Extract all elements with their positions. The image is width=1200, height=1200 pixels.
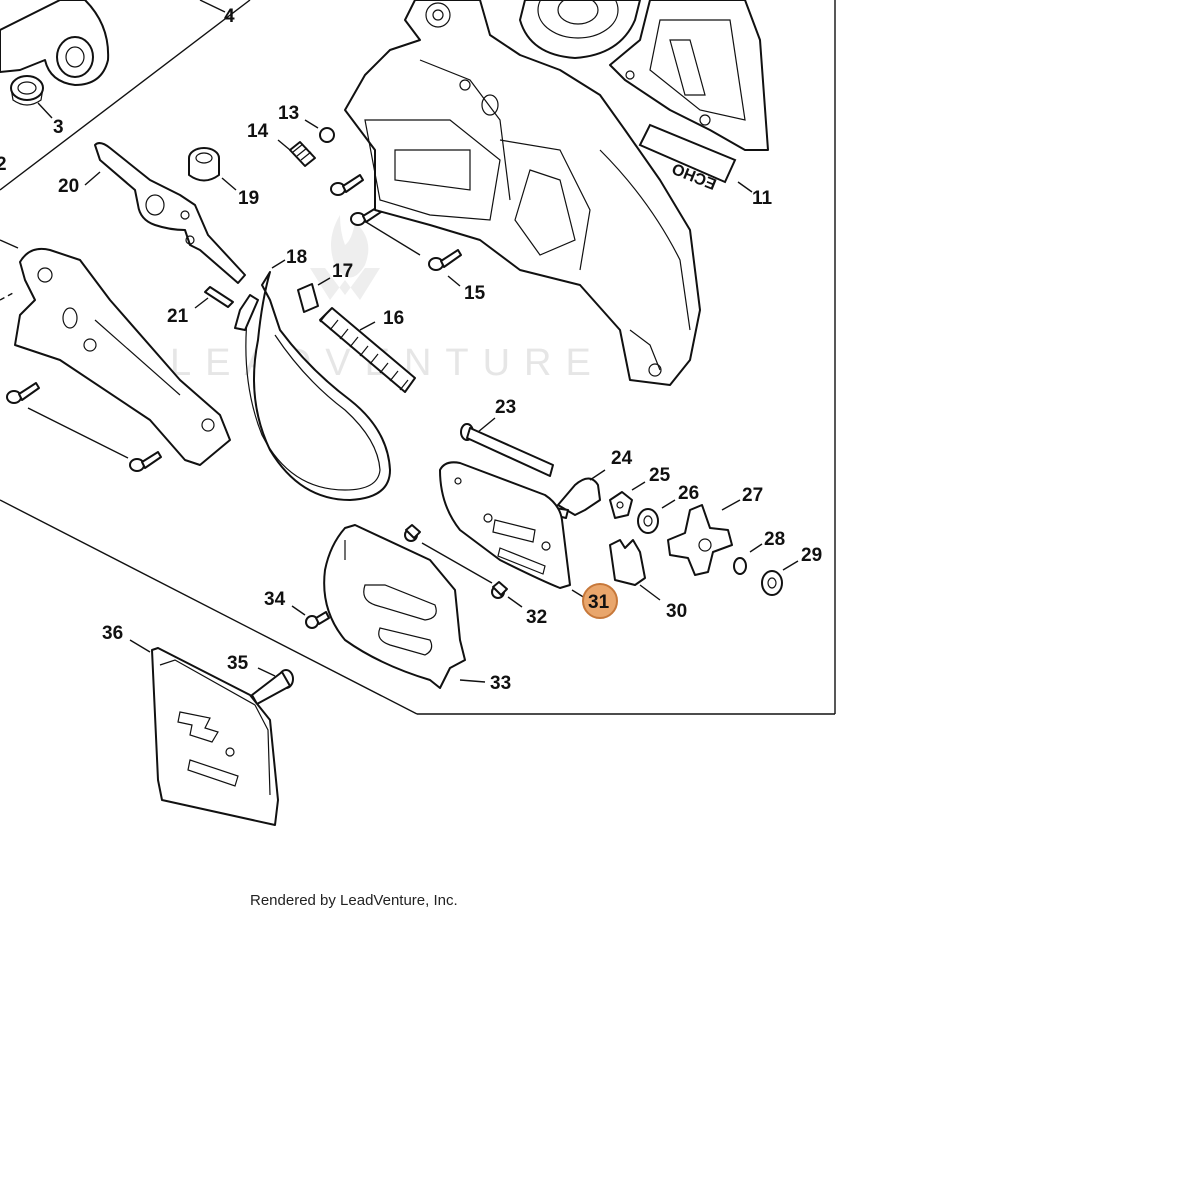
credit-text: Rendered by LeadVenture, Inc. [250,892,458,909]
label-part-35[interactable]: 35 [227,653,249,674]
label-part-19[interactable]: 19 [238,188,259,209]
part-13-ring [304,119,335,143]
frame-lines [0,0,836,715]
part-34-screw [291,605,330,629]
label-part-33[interactable]: 33 [490,673,511,694]
part-27-knob [667,499,741,576]
part-17-block [297,277,331,313]
part-15-screws [330,174,462,287]
label-part-29[interactable]: 29 [801,545,822,566]
part-23-bolt [460,417,554,477]
part-26-gear [637,499,676,534]
side-cover [609,0,769,151]
label-part-23[interactable]: 23 [495,397,516,418]
part-33-sprocket-cover [323,524,486,689]
part-29-washer [761,560,799,596]
label-part-11[interactable]: 11 [752,188,773,209]
part-21-pin [194,286,234,309]
part-24-adjuster [552,469,606,519]
label-part-31[interactable]: 31 [588,592,610,613]
highlight-marker[interactable] [582,583,618,619]
part-19-sleeve [188,147,237,191]
left-guide-plate [0,239,231,466]
label-part-32[interactable]: 32 [526,607,547,628]
label-part-3[interactable]: 3 [53,117,64,138]
label-part-4[interactable]: 4 [224,6,235,27]
part-32-screws [404,524,523,608]
label-part-36[interactable]: 36 [102,623,123,644]
part-35-bolt [251,667,294,705]
label-part-2[interactable]: 2 [0,154,7,175]
part-30-plate [609,539,661,601]
left-screws [6,382,162,472]
label-part-21[interactable]: 21 [167,306,189,327]
label-part-27[interactable]: 27 [742,485,763,506]
part-25-nut [609,481,646,519]
part-labels: 4 3 2 13 14 20 19 11 18 17 15 21 16 23 2… [0,6,822,694]
part-31-inner-plate [439,461,586,599]
label-part-17[interactable]: 17 [332,261,353,282]
label-part-15[interactable]: 15 [464,283,486,304]
label-part-34[interactable]: 34 [264,589,286,610]
label-part-20[interactable]: 20 [58,176,79,197]
label-part-24[interactable]: 24 [611,448,633,469]
part-4-link [0,0,226,86]
label-part-16[interactable]: 16 [383,308,404,329]
label-part-18[interactable]: 18 [286,247,307,268]
clutch-drum [519,0,641,59]
label-part-25[interactable]: 25 [649,465,671,486]
part-28-washer [733,543,763,575]
engine-housing [344,0,701,386]
part-36-chain-guard [129,639,279,826]
label-part-14[interactable]: 14 [247,121,269,142]
part-18-brake-band [234,259,391,501]
label-part-30[interactable]: 30 [666,601,687,622]
label-part-13[interactable]: 13 [278,103,299,124]
label-part-26[interactable]: 26 [678,483,699,504]
part-16-spring [319,307,416,393]
part-3-bushing [10,75,53,119]
part-20-lever [84,142,246,284]
label-part-28[interactable]: 28 [764,529,785,550]
part-14-spring [277,139,316,167]
